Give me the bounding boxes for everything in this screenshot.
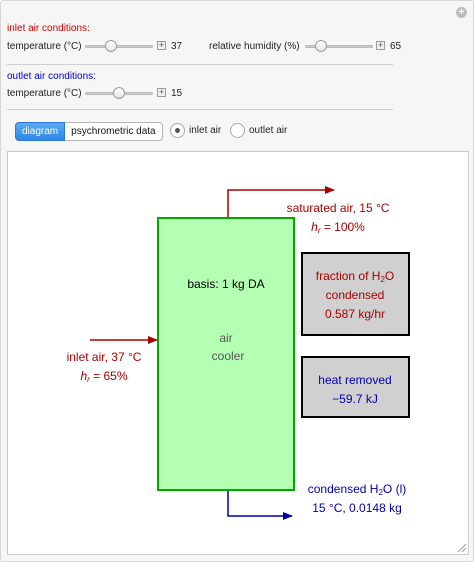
cooler-label-line2: cooler bbox=[212, 349, 245, 363]
inlet-hr-label: hr = 65% bbox=[80, 369, 127, 384]
outlet-temperature-label: temperature (°C) bbox=[7, 88, 82, 99]
radio-label: outlet air bbox=[249, 124, 288, 136]
fraction-line2: condensed bbox=[326, 288, 385, 302]
heat-removed-box bbox=[301, 356, 410, 418]
hr-value: = 100% bbox=[320, 220, 365, 234]
diagram-svg: basis: 1 kg DA air cooler saturated air,… bbox=[67, 186, 410, 520]
inlet-temperature-plus-button[interactable]: + bbox=[157, 40, 166, 50]
view-tabs: diagram psychrometric data bbox=[15, 122, 163, 141]
hr-subscript: r bbox=[87, 375, 90, 384]
slider-thumb[interactable] bbox=[315, 40, 328, 52]
relative-humidity-value: 65 bbox=[390, 41, 402, 52]
slider-track bbox=[85, 45, 153, 48]
inlet-temperature-label: temperature (°C) bbox=[7, 41, 82, 52]
condensed-water-values: 15 °C, 0.0148 kg bbox=[312, 501, 402, 515]
outlet-temperature-slider[interactable] bbox=[85, 87, 153, 99]
inlet-temperature-value: 37 bbox=[171, 41, 183, 52]
heat-removed-value: −59.7 kJ bbox=[332, 392, 378, 406]
hr-variable: h bbox=[311, 220, 318, 234]
inlet-air-label: inlet air, 37 °C bbox=[67, 350, 142, 364]
fraction-subscript: 2 bbox=[380, 275, 385, 284]
divider bbox=[7, 64, 393, 65]
slider-thumb[interactable] bbox=[113, 87, 125, 99]
inlet-section-title: inlet air conditions: bbox=[7, 23, 90, 34]
relative-humidity-label: relative humidity (%) bbox=[209, 41, 300, 52]
radio-circle[interactable] bbox=[170, 122, 185, 138]
tab-diagram[interactable]: diagram bbox=[15, 122, 66, 141]
condensed-water-arrow bbox=[227, 490, 293, 520]
fraction-prefix: fraction of H bbox=[316, 269, 381, 283]
radio-circle[interactable] bbox=[230, 122, 245, 138]
fraction-condensed-box bbox=[301, 252, 410, 336]
radio-outlet-air[interactable]: outlet air bbox=[230, 121, 287, 139]
outlet-temperature-value: 15 bbox=[171, 88, 183, 99]
hr-subscript: r bbox=[318, 226, 321, 235]
hr-variable: h bbox=[80, 369, 87, 383]
radio-label: inlet air bbox=[189, 124, 222, 136]
fraction-line1: fraction of H2O bbox=[316, 269, 395, 284]
inlet-temperature-slider[interactable] bbox=[85, 40, 153, 52]
condensed-suffix: O (l) bbox=[383, 482, 406, 496]
fraction-value: 0.587 kg/hr bbox=[325, 307, 385, 321]
hr-value: = 65% bbox=[90, 369, 128, 383]
relative-humidity-plus-button[interactable]: + bbox=[376, 40, 385, 50]
saturated-air-arrow bbox=[227, 186, 335, 217]
outlet-temperature-plus-button[interactable]: + bbox=[157, 87, 166, 97]
slider-thumb[interactable] bbox=[104, 40, 117, 52]
saturated-hr-label: hr = 100% bbox=[311, 220, 365, 235]
slider-track bbox=[305, 45, 373, 48]
fraction-suffix: O bbox=[385, 269, 394, 283]
relative-humidity-slider[interactable] bbox=[305, 40, 373, 52]
saturated-air-label: saturated air, 15 °C bbox=[287, 201, 390, 215]
basis-label: basis: 1 kg DA bbox=[187, 277, 264, 291]
condensed-prefix: condensed H bbox=[308, 482, 379, 496]
air-cooler-box bbox=[157, 217, 295, 491]
cooler-label-line1: air bbox=[219, 331, 232, 345]
heat-removed-label: heat removed bbox=[318, 373, 391, 387]
radio-inlet-air[interactable]: inlet air bbox=[170, 121, 221, 139]
outlet-section-title: outlet air conditions: bbox=[7, 71, 96, 82]
resize-handle-icon[interactable] bbox=[456, 542, 466, 552]
divider bbox=[7, 109, 393, 110]
diagram-canvas: basis: 1 kg DA air cooler saturated air,… bbox=[7, 151, 469, 555]
tab-psychrometric-data[interactable]: psychrometric data bbox=[65, 122, 163, 141]
condensed-water-label: condensed H2O (l) bbox=[308, 482, 407, 497]
expand-icon[interactable]: + bbox=[456, 7, 467, 18]
condensed-subscript: 2 bbox=[378, 488, 383, 497]
